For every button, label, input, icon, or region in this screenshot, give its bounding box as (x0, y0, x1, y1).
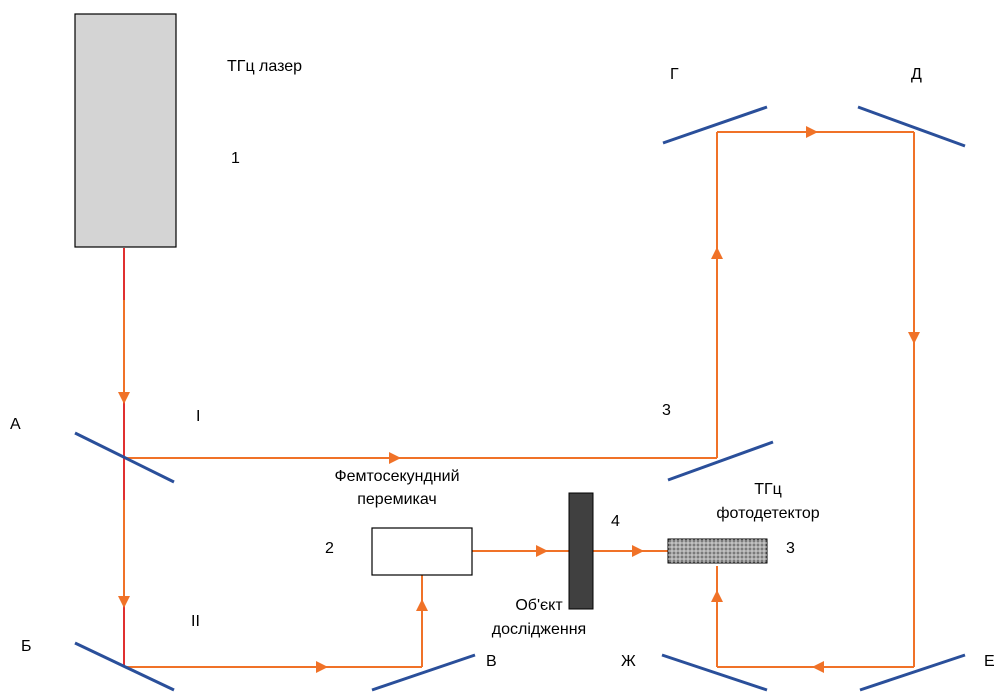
mirror-b-label: Б (21, 638, 32, 655)
mirror-v-label: В (486, 653, 497, 670)
mirrors (74, 105, 966, 692)
mirror-e (859, 653, 966, 692)
mirror-a (74, 431, 175, 484)
sample-number: 4 (611, 513, 620, 530)
sample-label-line1: Об'єкт (515, 597, 563, 614)
sample-object (568, 492, 594, 610)
femtosecond-switch (371, 527, 473, 576)
detector-label-line1: ТГц (754, 481, 782, 498)
switch-label-line2: перемикач (357, 491, 437, 508)
detector-label-line2: фотодетектор (716, 505, 819, 522)
mirror-v (371, 653, 476, 692)
mirror-zh-label: Ж (621, 653, 636, 670)
detector-hatch (668, 539, 767, 563)
mirror-d (857, 105, 966, 148)
mirror-b (74, 641, 175, 692)
mirror-zh (661, 653, 768, 692)
switch-label-line1: Фемтосекундний (334, 468, 459, 485)
thz-laser (74, 13, 177, 248)
mirror-g (662, 105, 768, 145)
laser-label: ТГц лазер (227, 58, 302, 75)
path-1-label: I (196, 408, 200, 425)
mirror-3 (667, 440, 774, 482)
switch-number: 2 (325, 540, 334, 557)
sample-label-line2: дослідження (492, 621, 586, 638)
laser-number: 1 (231, 150, 240, 167)
mirror-g-label: Г (670, 66, 679, 83)
path-2-label: II (191, 613, 200, 630)
detector-number: 3 (786, 540, 795, 557)
mirror-a-label: А (10, 416, 21, 433)
mirror-e-label: Е (984, 653, 995, 670)
path-3-label: 3 (662, 402, 671, 419)
beam-paths (118, 126, 920, 673)
mirror-d-label: Д (911, 66, 922, 83)
